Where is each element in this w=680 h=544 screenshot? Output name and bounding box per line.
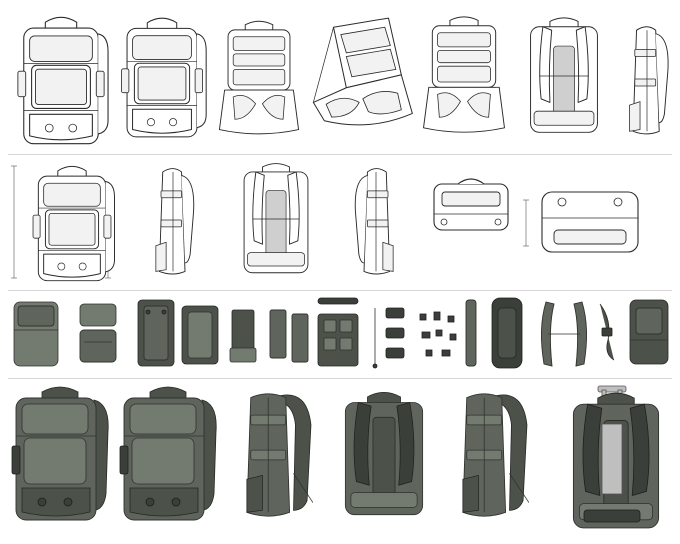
render-side-view: [236, 386, 316, 522]
sketch-front-partially-open: [216, 12, 302, 144]
component-front-panel: [10, 298, 60, 370]
render-side-three-quarter: [452, 386, 532, 522]
sketch-back-panel: [520, 12, 608, 140]
sketch-side-view: [620, 18, 674, 140]
component-hip-belt: [594, 300, 620, 364]
component-back-frame: [180, 304, 220, 366]
component-laptop-sleeve: [228, 308, 258, 364]
component-shoulder-straps: [536, 298, 592, 370]
sketch-top-view: [430, 174, 512, 236]
render-back-on-luggage: [560, 384, 664, 526]
render-front-view: [10, 384, 110, 524]
component-organizer-grid: [312, 296, 366, 370]
sketch-front-closed-alt: [116, 12, 208, 144]
component-zipper-and-rod: [370, 306, 380, 369]
row-divider-2: [8, 290, 672, 291]
component-handle-strap: [462, 298, 480, 368]
sketch-clamshell-open-organized: [420, 12, 508, 138]
sketch-front-dimensioned: [10, 160, 114, 284]
sketch-back-straps: [234, 160, 318, 278]
row-divider-1: [8, 154, 672, 155]
component-buckles: [380, 304, 410, 366]
component-stacked-pouches: [76, 302, 120, 366]
sketch-side-left: [138, 160, 208, 280]
sketch-side-right: [342, 160, 410, 280]
sketch-bottom-view-dimensioned: [520, 184, 646, 258]
component-rear-panel: [628, 298, 670, 366]
component-main-shell: [136, 298, 176, 368]
row-divider-3: [8, 378, 672, 379]
component-small-hardware: [416, 310, 460, 362]
component-back-mesh-panel: [490, 296, 524, 370]
sketch-front-closed: [12, 12, 110, 150]
sketch-clamshell-open-angled: [306, 12, 416, 136]
component-divider-panels: [266, 308, 314, 364]
render-front-three-quarter: [118, 384, 218, 524]
render-back-view: [338, 384, 430, 524]
